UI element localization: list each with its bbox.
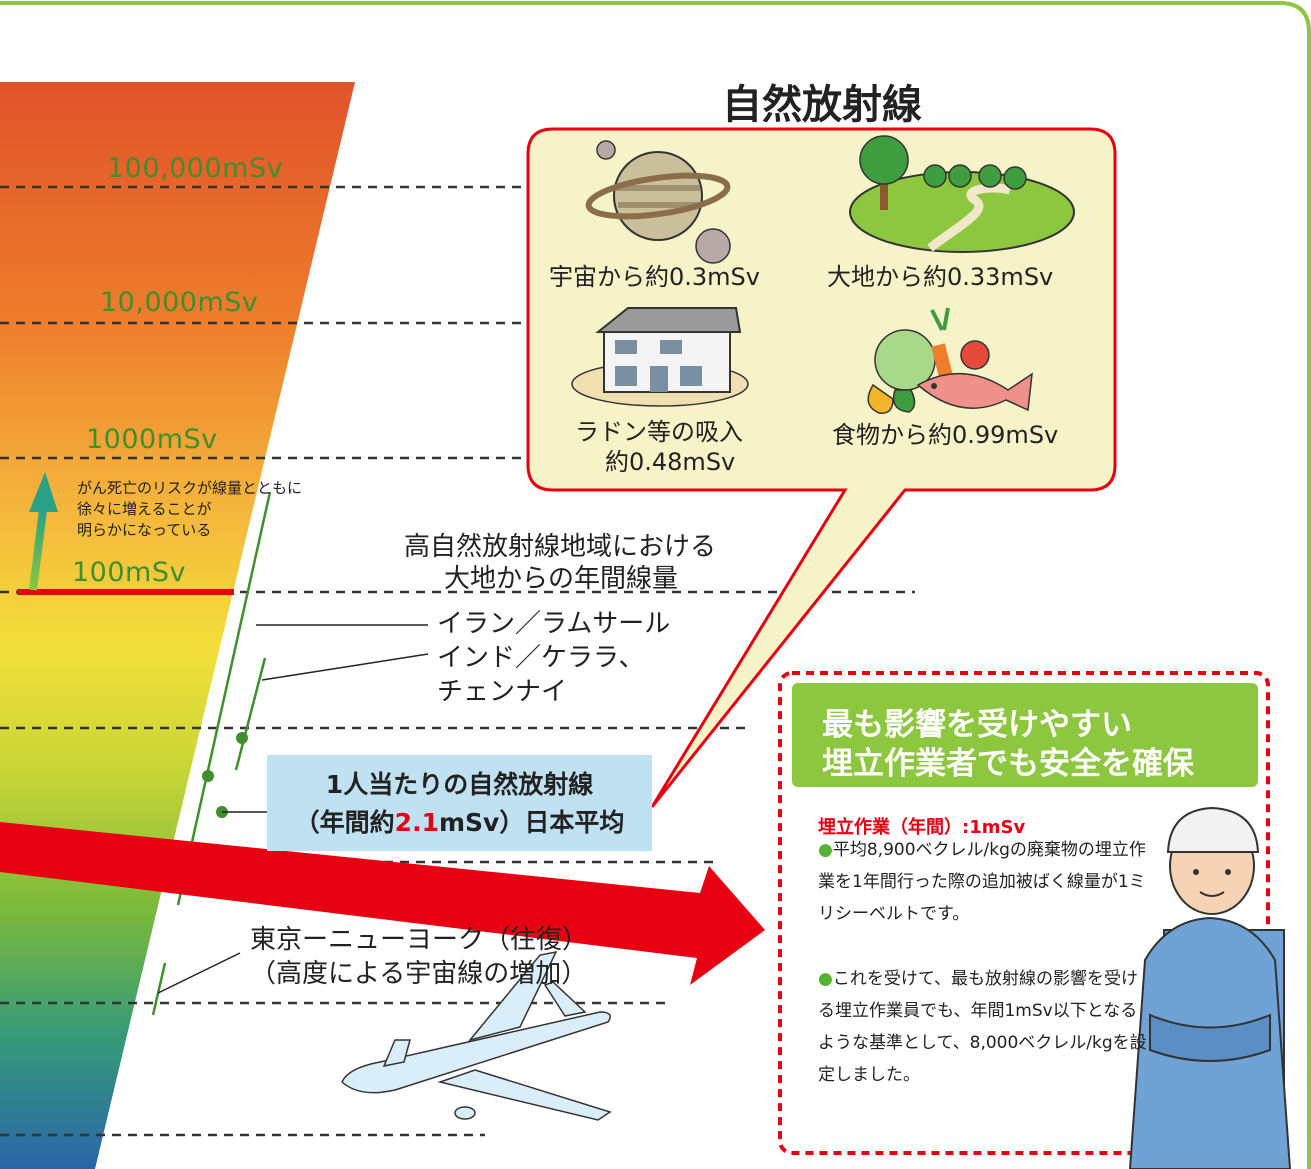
forest-icon — [849, 135, 1075, 253]
bullet-mark: ● — [818, 969, 833, 989]
dose-scale-wedge — [0, 82, 355, 1169]
radon-label-line1: ラドン等の吸入 — [575, 418, 743, 446]
bullet-text: これを受けて、最も放射線の影響を受ける埋立作業員でも、年間1mSv以下となるよう… — [818, 969, 1147, 1085]
worker-bullet-1: ●平均8,900ベクレル/kgの廃棄物の埋立作業を1年間行った際の追加被ばく線量… — [818, 834, 1148, 930]
risk-note-line: 徐々に増えることが — [77, 500, 212, 518]
place-kerala-line2: チェンナイ — [437, 677, 568, 707]
scale-label-10000msv: 10,000mSv — [100, 287, 259, 318]
average-suffix: mSv）日本平均 — [438, 808, 625, 837]
big-red-arrow — [0, 822, 765, 985]
bullet-mark: ● — [818, 840, 833, 860]
worker-icon — [1128, 806, 1292, 1169]
average-prefix: （年間約 — [294, 808, 395, 837]
scale-label-1000msv: 1000mSv — [86, 424, 218, 455]
leader-lines — [157, 624, 429, 994]
range-dots — [202, 732, 248, 818]
natural-radiation-bubble — [526, 127, 1117, 808]
flight-label-line1: 東京ーニューヨーク（往復） — [250, 925, 589, 955]
average-line1: 1人当たりの自然放射線 — [325, 770, 594, 799]
risk-arrow-head — [29, 472, 58, 512]
worker-box-subtitle: 埋立作業（年間）:1mSv — [818, 817, 1026, 838]
space-radiation-label: 宇宙から約0.3mSv — [549, 263, 760, 291]
food-radiation-label: 食物から約0.99mSv — [832, 421, 1059, 449]
worker-box-heading: 最も影響を受けやすい 埋立作業者でも安全を確保 — [792, 683, 1258, 787]
scale-label-100000msv: 100,000mSv — [107, 153, 284, 184]
food-icon — [867, 307, 1033, 414]
planet-icon — [585, 140, 731, 264]
average-line2: （年間約2.1mSv）日本平均 — [267, 803, 652, 839]
risk-note-line: がん死亡のリスクが線量とともに — [77, 479, 303, 497]
high-area-title-line2: 大地からの年間線量 — [444, 564, 679, 594]
worker-bullet-2: ●これを受けて、最も放射線の影響を受ける埋立作業員でも、年間1mSv以下となるよ… — [818, 963, 1148, 1091]
place-ramsar: イラン／ラムサール — [437, 609, 671, 639]
risk-arrow-shaft — [29, 509, 47, 591]
ground-radiation-label: 大地から約0.33mSv — [827, 263, 1054, 291]
radon-label-line2: 約0.48mSv — [605, 448, 736, 476]
risk-note-line: 明らかになっている — [77, 521, 212, 539]
place-kerala-line1: インド／ケララ、 — [437, 643, 645, 673]
high-area-title-line1: 高自然放射線地域における — [404, 532, 717, 562]
bullet-text: 平均8,900ベクレル/kgの廃棄物の埋立作業を1年間行った際の追加被ばく線量が… — [818, 840, 1146, 924]
japan-average-box: 1人当たりの自然放射線 （年間約2.1mSv）日本平均 — [267, 755, 652, 851]
airplane-icon — [341, 950, 612, 1121]
house-icon — [571, 307, 749, 407]
page-title: 自然放射線 — [722, 82, 922, 128]
range-lines — [151, 491, 272, 1016]
average-value: 2.1 — [394, 808, 439, 837]
worker-box-title-line1: 最も影響を受けやすい — [822, 707, 1132, 743]
scale-label-100msv: 100mSv — [72, 557, 186, 588]
flight-label-line2: （高度による宇宙線の増加） — [250, 959, 588, 989]
worker-box-title-line2: 埋立作業者でも安全を確保 — [822, 746, 1194, 782]
